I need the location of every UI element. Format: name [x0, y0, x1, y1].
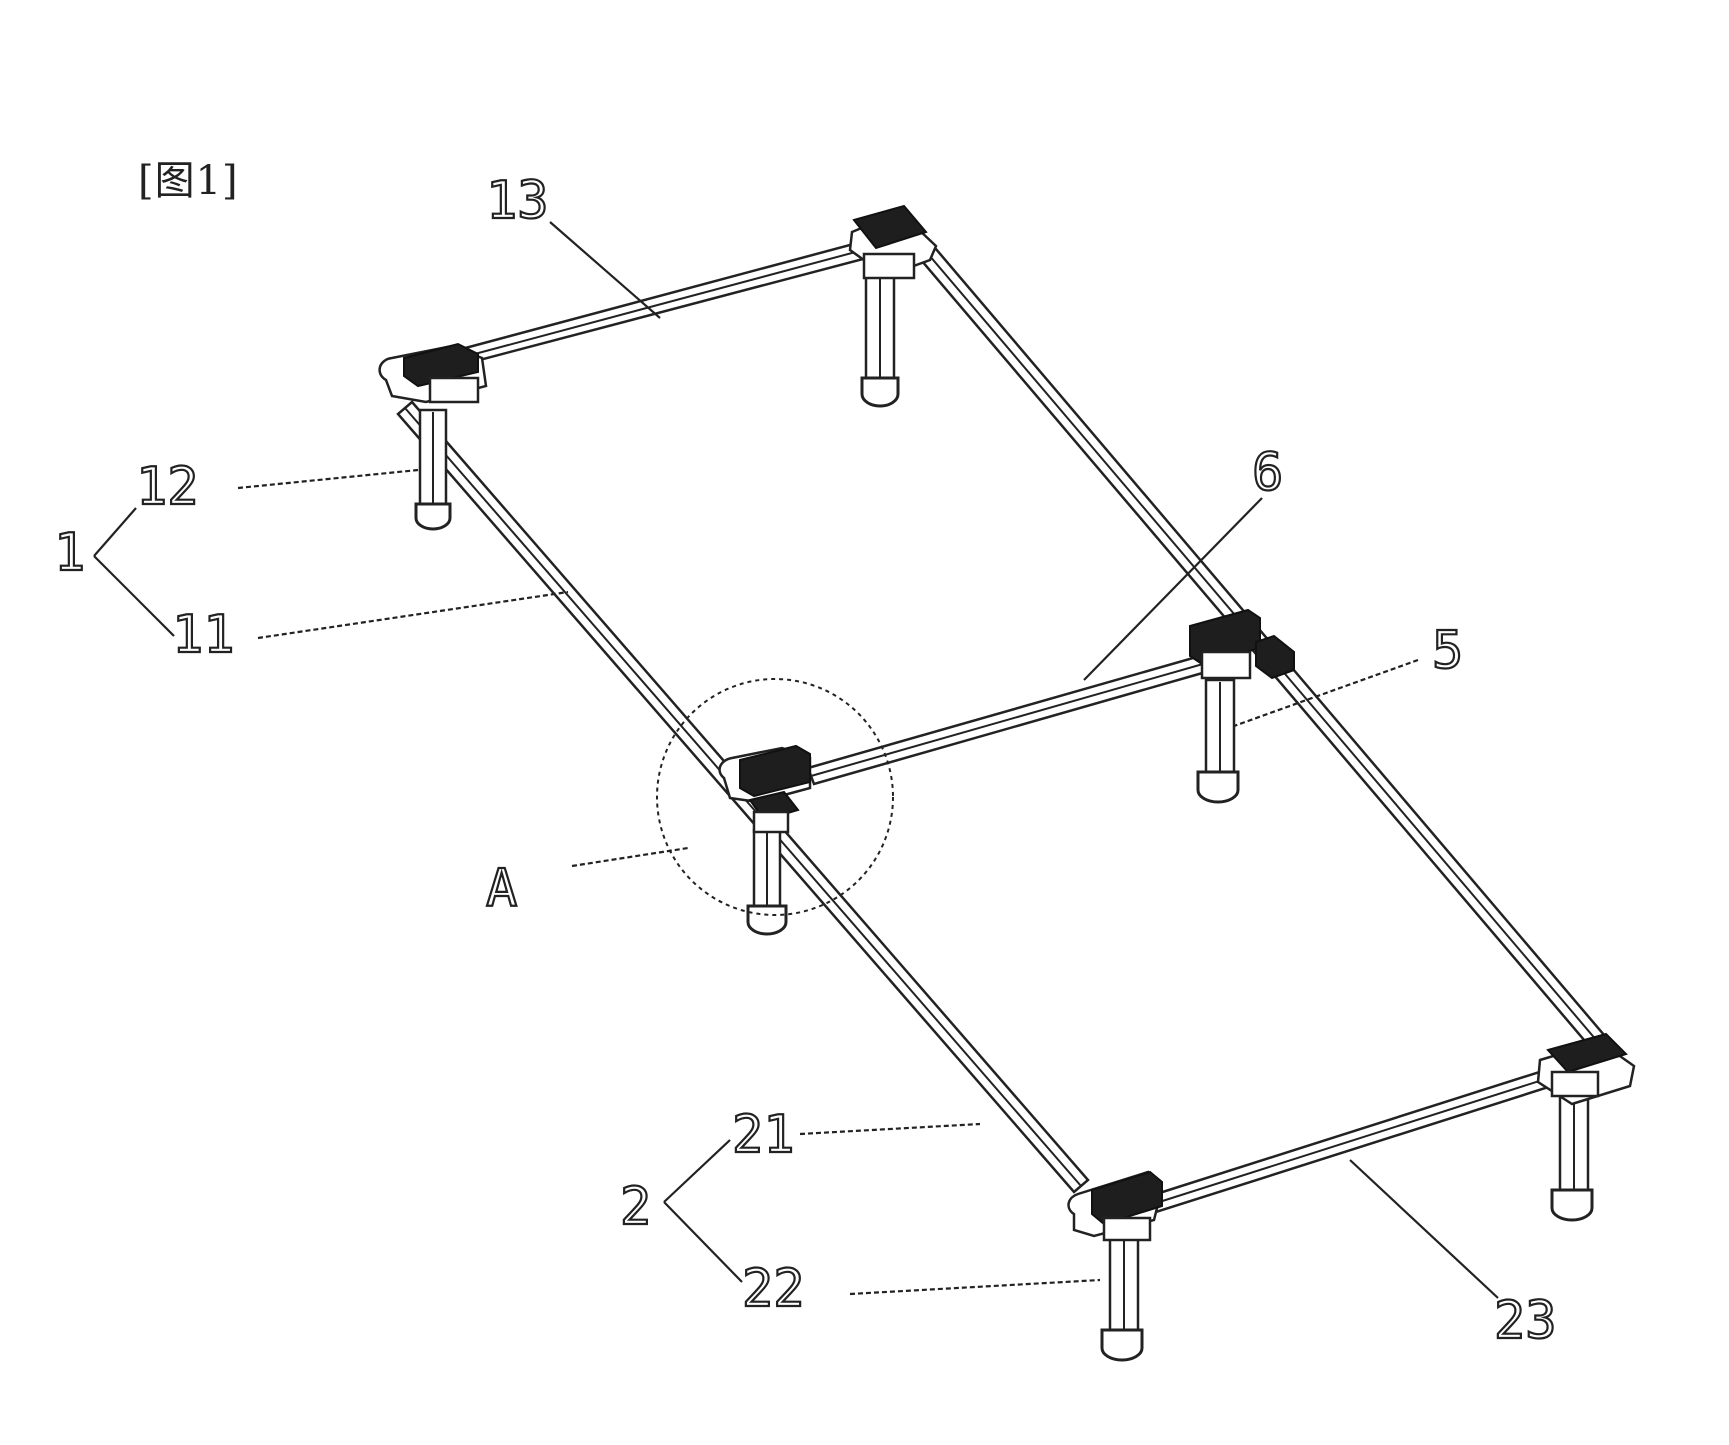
- label-1: 1: [54, 523, 85, 583]
- connector-bottom-left: [1067, 1170, 1163, 1242]
- leg-bottom-left-22: [1100, 1224, 1144, 1362]
- brace-2-upper: [663, 1139, 731, 1203]
- connector-middle-left: [718, 744, 812, 834]
- brace-1-upper: [93, 507, 137, 557]
- leader-11: [257, 590, 569, 640]
- leader-12: [237, 468, 419, 490]
- label-A: A: [486, 859, 517, 919]
- connector-bottom-right: [1536, 1032, 1636, 1106]
- brace-2-lower: [663, 1201, 743, 1283]
- label-5: 5: [1432, 621, 1463, 681]
- label-22: 22: [742, 1259, 805, 1319]
- leader-13: [549, 221, 661, 319]
- leg-top-left-12: [414, 408, 452, 531]
- label-6: 6: [1252, 443, 1283, 503]
- label-12: 12: [136, 457, 199, 517]
- leader-6: [1083, 497, 1263, 681]
- leader-5: [1233, 658, 1419, 728]
- leg-top-right: [860, 268, 900, 408]
- crossbar-23: [1148, 1066, 1560, 1214]
- brace-1-lower: [93, 555, 175, 637]
- label-2: 2: [620, 1177, 651, 1237]
- label-21: 21: [732, 1105, 795, 1165]
- leader-21: [799, 1122, 981, 1136]
- connector-middle-right: [1189, 608, 1295, 680]
- detail-circle-A: [656, 678, 894, 916]
- crossbar-6: [806, 654, 1208, 786]
- leg-middle-right-5: [1196, 678, 1240, 804]
- figure-title: [图1]: [138, 158, 239, 204]
- connector-top-left: [378, 342, 488, 404]
- leader-23: [1349, 1159, 1499, 1299]
- label-23: 23: [1494, 1291, 1557, 1351]
- leg-bottom-right: [1550, 1092, 1594, 1222]
- label-13: 13: [486, 171, 549, 231]
- leader-A: [571, 846, 689, 868]
- label-11: 11: [172, 605, 235, 665]
- leg-middle-left: [746, 828, 788, 936]
- crossbar-13: [426, 236, 884, 374]
- leader-22: [849, 1278, 1101, 1296]
- connector-top-right: [848, 204, 938, 280]
